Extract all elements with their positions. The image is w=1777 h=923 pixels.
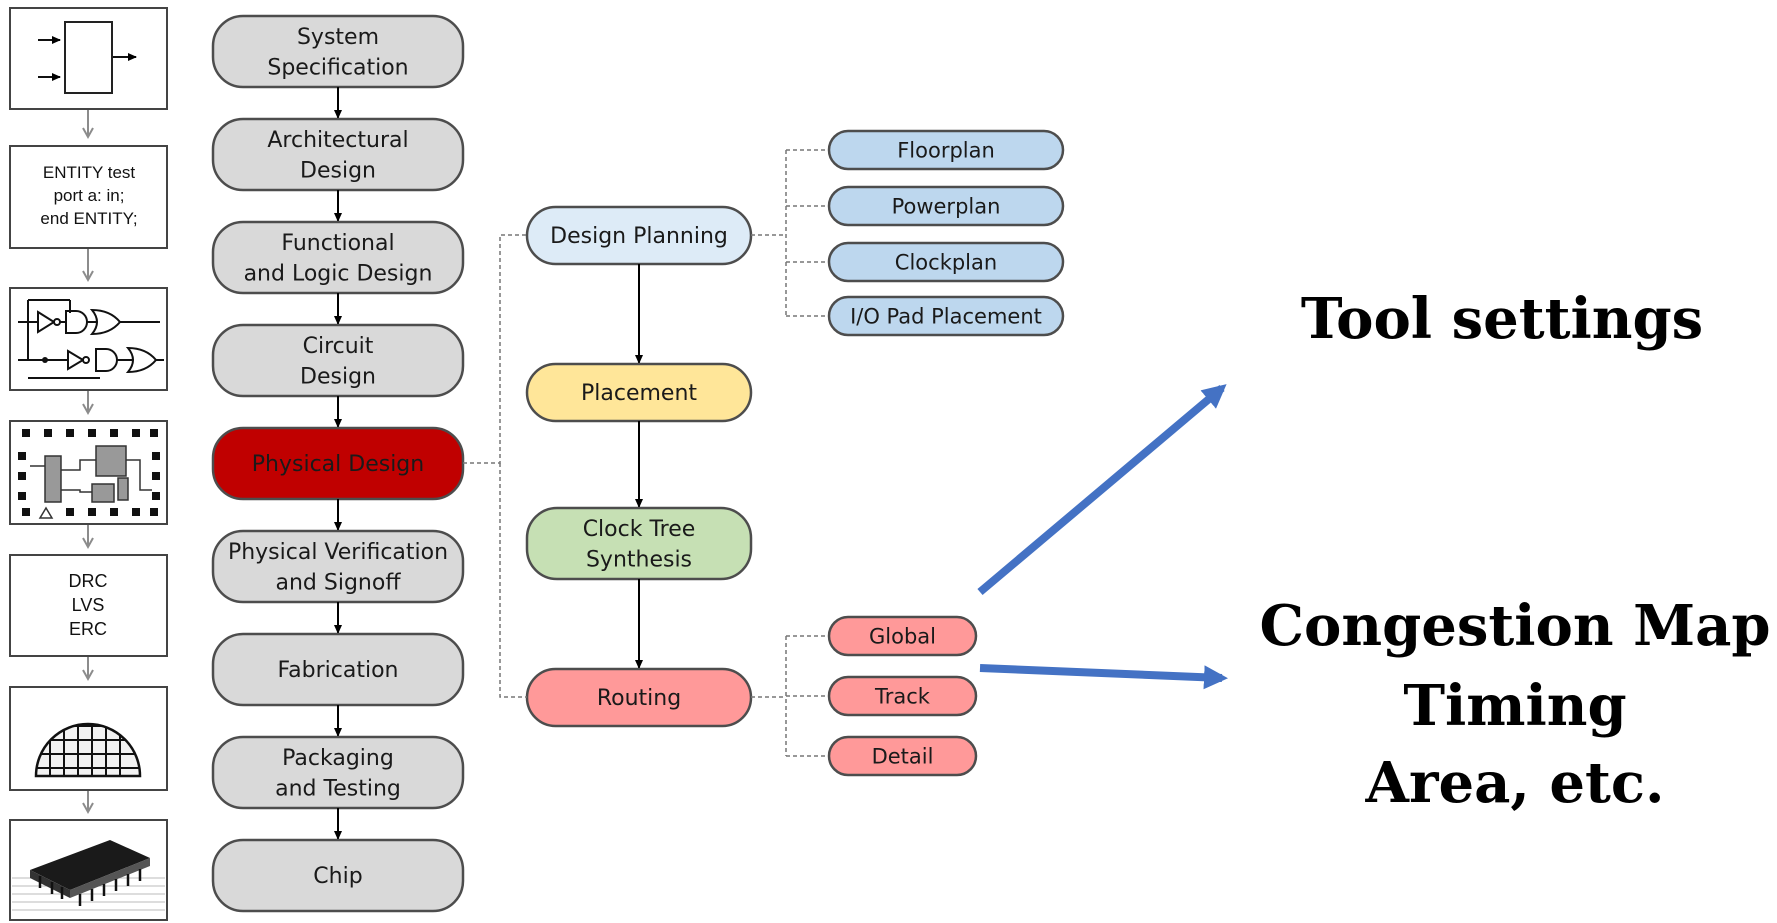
- pd-to-planning-connector: [463, 234, 527, 464]
- flow-step-label: Specification: [267, 56, 408, 81]
- flow-step-label: Circuit: [303, 334, 374, 359]
- chip-package-icon: [9, 819, 168, 921]
- flow-step-label: Architectural: [267, 128, 408, 153]
- area-label: Area, etc.: [1365, 750, 1665, 816]
- flow-step-label: Physical Verification: [228, 540, 448, 565]
- logic-gates-icon: [9, 287, 168, 391]
- congestion-map-label: Congestion Map: [1259, 593, 1770, 659]
- planning-substep: Floorplan: [827, 129, 1065, 171]
- planning-substep-shape: [827, 185, 1065, 227]
- routing-substep: Track: [827, 675, 978, 717]
- routing-substep-label: Global: [869, 624, 936, 648]
- planning-substep-label: I/O Pad Placement: [850, 304, 1042, 328]
- pd-step-design-planning: Design Planning: [525, 205, 753, 266]
- lvs-label: LVS: [72, 595, 105, 615]
- planning-substep-label: Powerplan: [892, 194, 1001, 218]
- planning-substep-label: Clockplan: [895, 250, 997, 274]
- pd-step-routing: Routing: [525, 667, 753, 728]
- planning-substep: I/O Pad Placement: [827, 295, 1065, 337]
- entity-line-2: port a: in;: [54, 186, 125, 205]
- main-flow-column: SystemSpecificationArchitecturalDesignFu…: [211, 14, 465, 913]
- pd-step-placement: Placement: [525, 362, 753, 423]
- flow-step-label: and Testing: [275, 777, 401, 802]
- flow-step: Fabrication: [211, 632, 465, 707]
- flow-step-label: and Logic Design: [244, 262, 433, 287]
- pd-step-clock-tree-synthesis-label: Clock Tree: [583, 517, 696, 542]
- flow-step: Packaging and Testing: [211, 735, 465, 810]
- step-physical-design: Physical Design: [211, 426, 465, 501]
- flow-step: Chip: [211, 838, 465, 913]
- pd-step-design-planning-label: Design Planning: [550, 224, 728, 249]
- routing-substep: Global: [827, 615, 978, 657]
- flow-step-label: Chip: [313, 864, 362, 889]
- arrow-to-results: [979, 664, 1228, 690]
- flow-step: Physical Verification and Signoff: [211, 529, 465, 604]
- layout-icon: [9, 420, 168, 525]
- drc-lvs-erc-box: DRC LVS ERC: [9, 554, 168, 657]
- planning-substep-shape: [827, 295, 1065, 337]
- flow-step-shape: [211, 838, 465, 913]
- pd-step-routing-label: Routing: [597, 686, 681, 711]
- routing-substep: Detail: [827, 735, 978, 777]
- routing-substep-label: Track: [874, 684, 931, 708]
- pd-step-clock-tree-synthesis-label: Synthesis: [586, 548, 692, 573]
- arrow-to-tool-settings: [977, 384, 1227, 596]
- step-physical-design-label: Physical Design: [252, 452, 424, 477]
- flow-step-label: Fabrication: [278, 658, 399, 683]
- flow-step-label: and Signoff: [276, 571, 402, 596]
- flow-step: Functional and Logic Design: [211, 220, 465, 295]
- planning-substep-shape: [827, 241, 1065, 283]
- dotted-connectors: [463, 149, 829, 757]
- thumbnail-column: ENTITY test port a: in; end ENTITY;: [9, 7, 168, 921]
- flow-step-label: System: [297, 25, 379, 50]
- tool-settings-label: Tool settings: [1301, 286, 1703, 352]
- block-diagram-icon: [9, 7, 168, 110]
- planning-substep: Powerplan: [827, 185, 1065, 227]
- flow-step-label: Design: [300, 365, 376, 390]
- routing-substep-shape: [827, 675, 978, 717]
- pd-to-routing-connector: [499, 463, 527, 698]
- timing-label: Timing: [1403, 673, 1626, 739]
- routing-substep-label: Detail: [872, 744, 934, 768]
- planning-substep: Clockplan: [827, 241, 1065, 283]
- flow-step-label: Packaging: [282, 746, 394, 771]
- erc-label: ERC: [69, 619, 107, 639]
- planning-substep-label: Floorplan: [897, 138, 995, 162]
- routing-substep-shape: [827, 615, 978, 657]
- entity-code-box: ENTITY test port a: in; end ENTITY;: [9, 145, 168, 249]
- entity-line-1: ENTITY test: [43, 163, 136, 182]
- wafer-icon: [9, 686, 168, 791]
- drc-label: DRC: [69, 571, 108, 591]
- routing-substep-shape: [827, 735, 978, 777]
- entity-line-3: end ENTITY;: [40, 209, 137, 228]
- pd-step-placement-label: Placement: [581, 381, 697, 406]
- flow-step-label: Design: [300, 159, 376, 184]
- flow-step-label: Functional: [281, 231, 394, 256]
- planning-substep-shape: [827, 129, 1065, 171]
